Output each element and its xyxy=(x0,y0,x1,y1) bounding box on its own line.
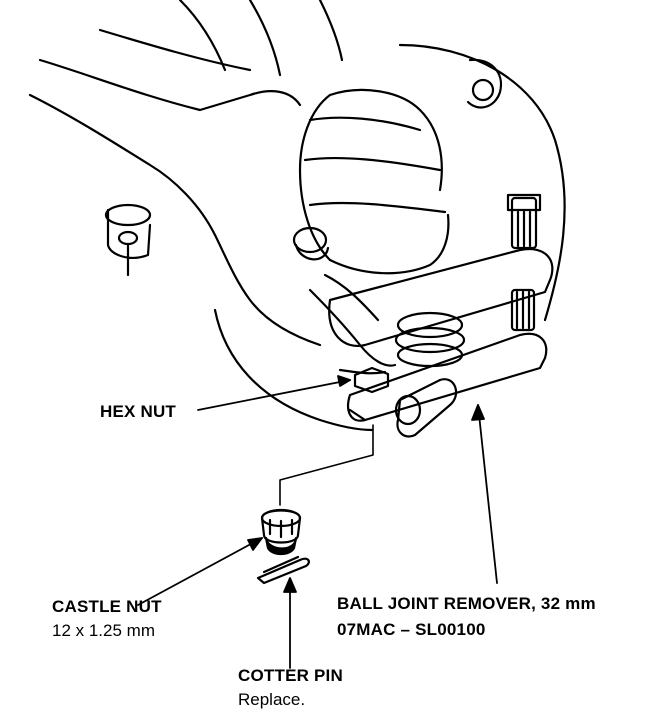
castle-nut-size: 12 x 1.25 mm xyxy=(52,621,155,640)
ball-joint-remover-label: BALL JOINT REMOVER, 32 mm xyxy=(337,594,596,613)
cotter-pin-note: Replace. xyxy=(238,690,306,709)
cotter-pin-part xyxy=(256,555,310,585)
ball-joint-boot xyxy=(298,88,450,275)
castle-nut-guide-line xyxy=(279,424,374,506)
leader-arrows xyxy=(137,375,498,669)
cotter-pin-label: COTTER PIN xyxy=(238,666,343,685)
mounting-stud xyxy=(104,203,152,277)
castle-nut-part xyxy=(260,508,302,556)
hex-nut-label: HEX NUT xyxy=(100,402,177,421)
control-arm xyxy=(28,0,344,347)
linkage-bracket xyxy=(308,273,397,375)
knuckle-disc xyxy=(213,43,566,432)
ball-joint-remover-part-number: 07MAC – SL00100 xyxy=(337,620,486,639)
hex-nut xyxy=(353,366,390,394)
castle-nut-label: CASTLE NUT xyxy=(52,597,162,616)
ball-joint-remover-tool xyxy=(328,193,554,438)
bolt-head xyxy=(292,226,330,261)
